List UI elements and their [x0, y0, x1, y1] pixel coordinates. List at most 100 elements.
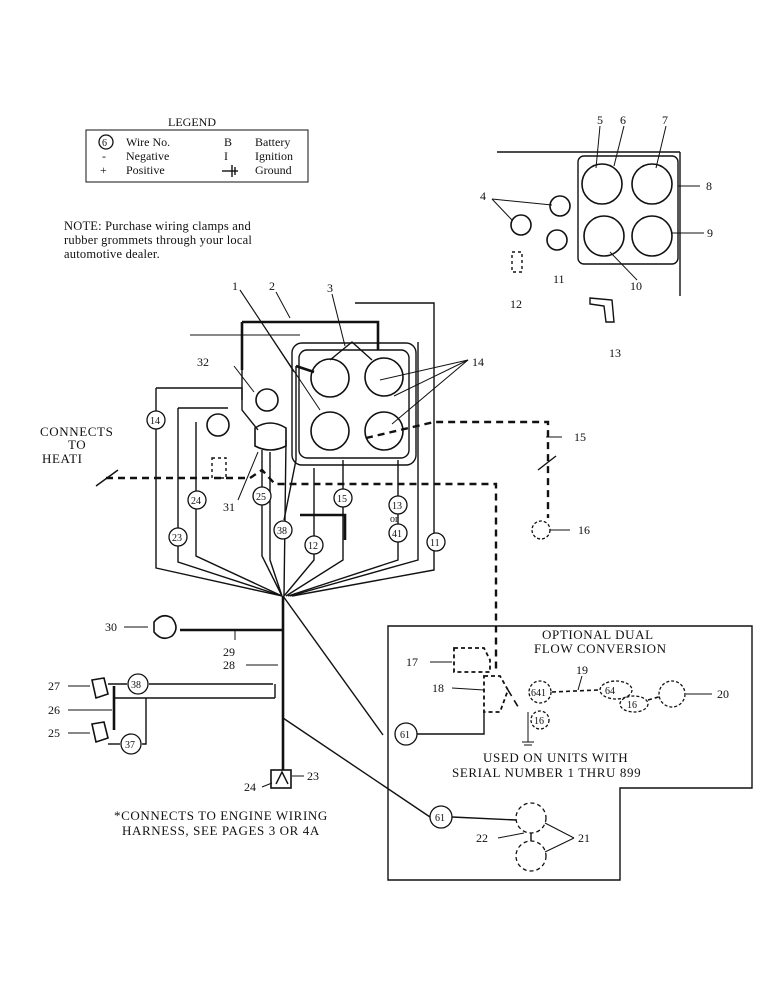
callout-16: 16 — [578, 523, 590, 537]
connects-to-heater-label: CONNECTS TO HEATI — [40, 424, 113, 466]
wire-11: 11 — [430, 538, 440, 549]
wire-16b: 16 — [627, 700, 637, 711]
note-line-3: automotive dealer. — [64, 247, 160, 261]
engine-note-line-1: *CONNECTS TO ENGINE WIRING — [114, 808, 328, 823]
gauge-bottom-right — [631, 215, 673, 257]
note: NOTE: Purchase wiring clamps and rubber … — [64, 219, 252, 261]
used-on-line-1: USED ON UNITS WITH — [483, 750, 628, 765]
legend-sym-negative: - — [102, 149, 106, 163]
callout-28: 28 — [223, 658, 235, 672]
wire-markers: 14 24 23 25 38 12 15 13 or 41 11 38 37 6… — [120, 410, 453, 829]
legend-sym-positive: + — [100, 163, 107, 177]
legend-sym-battery: B — [224, 135, 232, 149]
legend-box — [85, 129, 309, 183]
switch-32 — [255, 388, 279, 412]
indicator-lamp — [510, 214, 532, 236]
connector-12 — [511, 251, 523, 273]
wire-38b: 38 — [131, 680, 141, 691]
callout-11: 11 — [553, 272, 565, 286]
callout-12: 12 — [510, 297, 522, 311]
callout-13: 13 — [609, 346, 621, 360]
callout-15: 15 — [574, 430, 586, 444]
panel-frame — [577, 155, 679, 265]
callout-20: 20 — [717, 687, 729, 701]
wire-13: 13 — [392, 501, 402, 512]
instrument-panel-inset: 4 5 6 7 8 9 10 11 12 13 — [480, 113, 713, 360]
wire-23: 23 — [172, 533, 182, 544]
ground-symbol-icon — [222, 165, 238, 177]
valve-17 — [453, 647, 491, 673]
wire-14: 14 — [150, 416, 160, 427]
legend-text-battery: Battery — [255, 135, 290, 149]
wire-641: 641 — [531, 688, 546, 699]
wire-38: 38 — [277, 526, 287, 537]
legend-text-positive: Positive — [126, 163, 165, 177]
callout-19: 19 — [576, 663, 588, 677]
horn-30 — [153, 614, 177, 640]
callout-3: 3 — [327, 281, 333, 295]
used-on-line-2: SERIAL NUMBER 1 THRU 899 — [452, 765, 641, 780]
callout-6: 6 — [620, 113, 626, 127]
wire-61a: 61 — [400, 730, 410, 741]
callout-18: 18 — [432, 681, 444, 695]
light-25 — [91, 721, 109, 744]
legend-wire-symbol — [98, 134, 114, 150]
legend-text-ground: Ground — [255, 163, 292, 177]
note-line-1: NOTE: Purchase wiring clamps and — [64, 219, 251, 233]
switch-left — [206, 413, 230, 437]
connects-line-3: HEATI — [42, 451, 83, 466]
solenoid-21a — [515, 802, 547, 834]
callout-32: 32 — [197, 355, 209, 369]
legend-text-negative: Negative — [126, 149, 169, 163]
engine-note-line-2: HARNESS, SEE PAGES 3 OR 4A — [122, 823, 320, 838]
note-line-2: rubber grommets through your local — [64, 233, 252, 247]
optional-title-2: FLOW CONVERSION — [534, 641, 667, 656]
callout-24: 24 — [244, 780, 256, 794]
cluster-gauge-br — [364, 411, 404, 451]
solenoid-21b — [515, 840, 547, 872]
callout-25: 25 — [48, 726, 60, 740]
legend-sym-ignition: I — [224, 149, 228, 163]
callout-1: 1 — [232, 279, 238, 293]
wire-25: 25 — [256, 492, 266, 503]
wire-15: 15 — [337, 494, 347, 505]
connects-line-2: TO — [68, 437, 86, 452]
legend-text-ignition: Ignition — [255, 149, 293, 163]
legend-sym-wire: 6 — [102, 138, 107, 149]
callout-27: 27 — [48, 679, 60, 693]
engine-note: *CONNECTS TO ENGINE WIRING HARNESS, SEE … — [114, 808, 328, 838]
callout-14: 14 — [472, 355, 484, 369]
bracket-13 — [589, 297, 615, 323]
indicator-lamp-2 — [549, 195, 571, 217]
callout-8: 8 — [706, 179, 712, 193]
callout-4: 4 — [480, 189, 486, 203]
valve-18 — [483, 675, 509, 713]
ignition-switch — [254, 422, 287, 451]
wire-41: 41 — [392, 529, 402, 540]
pump-20 — [658, 680, 686, 708]
cluster-gauge-bl — [310, 411, 350, 451]
wire-24: 24 — [191, 496, 201, 507]
callout-7: 7 — [662, 113, 668, 127]
wire-16-box: 16 — [534, 716, 544, 727]
callout-23: 23 — [307, 769, 319, 783]
wire-37: 37 — [125, 740, 135, 751]
optional-title-1: OPTIONAL DUAL — [542, 627, 654, 642]
cluster-gauge-tl — [310, 358, 350, 398]
callout-2: 2 — [269, 279, 275, 293]
legend-text-wire: Wire No. — [126, 135, 170, 149]
wire-64: 64 — [605, 686, 615, 697]
cluster-frame — [291, 342, 417, 466]
callout-26: 26 — [48, 703, 60, 717]
callout-10: 10 — [630, 279, 642, 293]
light-27 — [91, 677, 109, 700]
callout-31: 31 — [223, 500, 235, 514]
connector-31 — [211, 457, 227, 479]
wire-12: 12 — [308, 541, 318, 552]
gauge-top-right — [631, 163, 673, 205]
switch-11 — [546, 229, 568, 251]
dash-assembly — [91, 302, 557, 818]
callout-30: 30 — [105, 620, 117, 634]
callout-17: 17 — [406, 655, 418, 669]
